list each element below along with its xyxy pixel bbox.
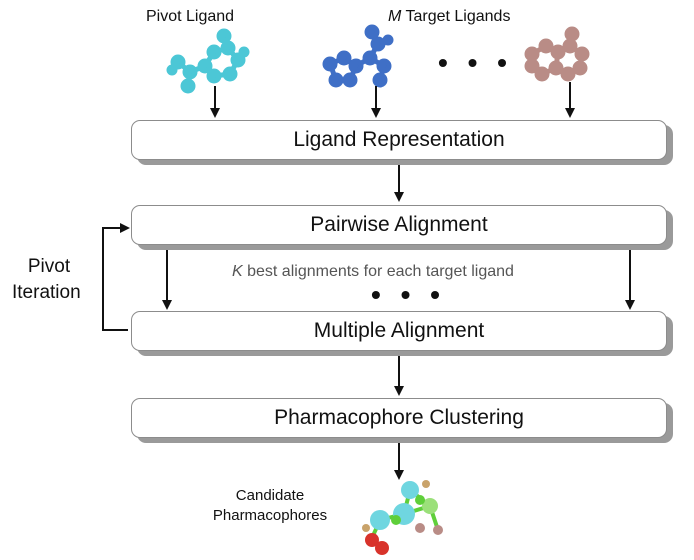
pivot-iteration-line2: Iteration (12, 282, 81, 303)
ligand-representation-step: Ligand Representation (131, 120, 667, 160)
candidate-line1: Candidate (235, 487, 305, 504)
alignment-note: K best alignments for each target ligand (232, 263, 514, 281)
target-ligand-1-molecule (322, 24, 394, 88)
pivot-iteration-line1: Pivot (27, 256, 71, 277)
multiple-alignment-step: Multiple Alignment (131, 311, 667, 351)
target-ligands-label: M Target Ligands (388, 8, 510, 26)
pivot-ligand-label: Pivot Ligand (146, 8, 235, 25)
target-ligand-m-molecule (524, 26, 590, 82)
alignment-ellipsis: • • • (371, 279, 446, 310)
candidate-pharmacophores-label: Candidate Pharmacophores (200, 486, 340, 526)
pairwise-alignment-label: Pairwise Alignment (310, 213, 488, 236)
target-ligands-text: Target Ligands (401, 8, 511, 25)
alignment-note-text: best alignments for each target ligand (242, 263, 514, 280)
multiple-alignment-label: Multiple Alignment (313, 319, 485, 342)
target-count-symbol: M (388, 8, 402, 25)
pharmacophore-clustering-label: Pharmacophore Clustering (274, 406, 524, 429)
pivot-iteration-loop-arrow (102, 223, 130, 331)
candidate-pharmacophores-molecule (362, 480, 443, 555)
candidate-line2: Pharmacophores (212, 507, 328, 524)
pharmacophore-clustering-step: Pharmacophore Clustering (131, 398, 667, 438)
pivot-ligand-molecule (166, 28, 250, 94)
ligand-representation-label: Ligand Representation (293, 128, 505, 151)
pivot-iteration-label: Pivot Iteration (12, 254, 81, 306)
alignment-count-symbol: K (232, 263, 243, 280)
pairwise-alignment-step: Pairwise Alignment (131, 205, 667, 245)
